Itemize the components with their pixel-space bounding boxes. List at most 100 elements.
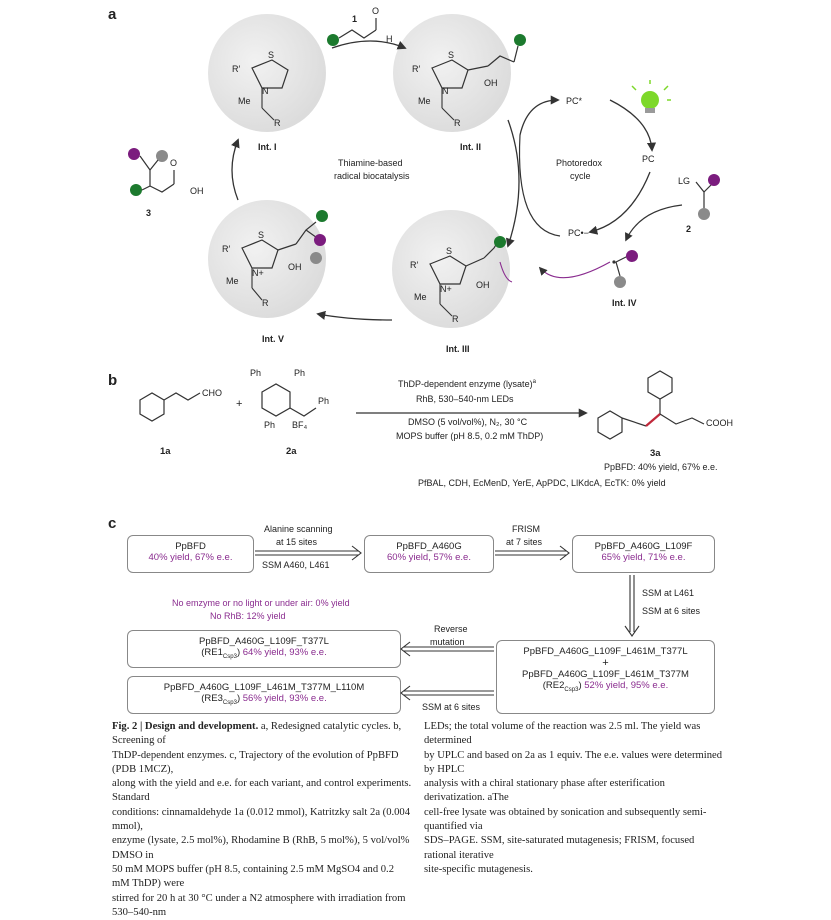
condition-3: DMSO (5 vol/vol%), N₂, 30 °C — [408, 417, 528, 427]
panel-b-letter: b — [108, 372, 118, 389]
cpd-1a: 1a — [160, 446, 171, 457]
ph-top-left: Ph — [250, 368, 262, 378]
reagent-1-label: 1 — [352, 14, 358, 24]
variant-6-sub: Csp3 — [564, 686, 579, 693]
caption-left-4: enzyme (lysate, 2.5 mol%), Rhodamine B (… — [112, 835, 410, 861]
variant-5-sub: Csp3 — [222, 699, 237, 706]
result-2: PfBAL, CDH, EcMenD, YerE, ApPDC, LlKdcA,… — [418, 478, 666, 488]
variant-4-sub: Csp3 — [222, 653, 237, 660]
variant-4-name: PpBFD_A460G_L109F_T377L — [199, 636, 329, 647]
pc: PC — [642, 154, 655, 164]
control-2: No RhB: 12% yield — [210, 611, 286, 621]
int2-label: Int. II — [460, 142, 481, 152]
int2-me: Me — [418, 96, 431, 106]
caption-left: Fig. 2 | Design and development. a, Rede… — [112, 720, 412, 920]
product-3-label: 3 — [146, 208, 152, 218]
int1-me: Me — [238, 96, 251, 106]
panel-a-letter: a — [108, 6, 117, 23]
int3-oh: OH — [476, 280, 490, 290]
variant-2-name: PpBFD_A460G — [396, 541, 462, 552]
arrow-5-bottom: SSM at 6 sites — [422, 702, 481, 712]
variant-6-code: (RE2 — [542, 680, 565, 691]
caption-right-0: LEDs; the total volume of the reaction w… — [424, 721, 701, 747]
variant-6-yield: 52% yield, 95% e.e. — [584, 680, 669, 691]
caption-left-0: a, Redesigned catalytic cycles. b, Scree… — [112, 721, 402, 747]
variant-5-detail: (RE3Csp3) 56% yield, 93% e.e. — [201, 693, 327, 706]
int1-rprime: R′ — [232, 64, 241, 74]
bf4-label: BF₄ — [292, 420, 308, 430]
caption-line-1: Fig. 2 | Design and development. a, Rede… — [112, 720, 412, 749]
caption-right-4: SDS–PAGE. SSM, site-saturated mutagenesi… — [424, 835, 695, 861]
variant-4-detail: (RE1Csp3) 64% yield, 93% e.e. — [201, 647, 327, 660]
variant-1-name: PpBFD — [175, 541, 206, 552]
variant-box-1: PpBFD 40% yield, 67% e.e. — [127, 535, 254, 573]
variant-6-detail: (RE2Csp3) 52% yield, 95% e.e. — [542, 680, 669, 693]
variant-4-code: (RE1 — [201, 647, 223, 658]
int5-s: S — [258, 230, 265, 240]
arrow-2-top: FRISM — [512, 524, 540, 534]
caption-left-2: along with the yield and e.e. for each v… — [112, 778, 412, 804]
o-label: O — [372, 6, 380, 16]
caption-left-5: 50 mM MOPS buffer (pH 8.5, containing 2.… — [112, 863, 395, 890]
variant-5-code: (RE3 — [201, 693, 223, 704]
arrow-3-b: SSM at 6 sites — [642, 606, 701, 616]
int3-me: Me — [414, 292, 427, 302]
condition-1-sup: a — [532, 379, 536, 385]
product-3-oh: OH — [190, 186, 204, 196]
arrow-1-top: Alanine scanning — [264, 524, 333, 534]
pc-star: PC* — [566, 96, 583, 106]
h-label: H — [386, 34, 393, 44]
cooh-label: COOH — [706, 418, 733, 428]
int5-oh: OH — [288, 262, 302, 272]
condition-1: ThDP-dependent enzyme (lysate)a — [398, 379, 536, 389]
variant-box-2: PpBFD_A460G 60% yield, 57% e.e. — [364, 535, 494, 573]
int5-nplus: N+ — [252, 268, 264, 278]
cho-label: CHO — [202, 388, 222, 398]
arrow-1-top2: at 15 sites — [276, 537, 318, 547]
caption-right-3: cell-free lysate was obtained by sonicat… — [424, 806, 707, 833]
variant-5-yield: 56% yield, 93% e.e. — [242, 693, 327, 704]
caption-left-6: stirred for 20 h at 30 °C under a N2 atm… — [112, 892, 406, 918]
arrow-4-top: Reverse — [434, 624, 468, 634]
variant-box-6: PpBFD_A460G_L109F_L461M_T377L + PpBFD_A4… — [496, 640, 715, 714]
caption-figure-label: Fig. 2 | Design and development. — [112, 721, 259, 732]
int3-rprime: R′ — [410, 260, 419, 270]
int5-me: Me — [226, 276, 239, 286]
int2-r: R — [454, 118, 461, 128]
panel-b-scheme — [139, 370, 705, 440]
int4-label: Int. IV — [612, 298, 637, 308]
condition-2: RhB, 530–540-nm LEDs — [416, 394, 514, 404]
variant-6-name-2: PpBFD_A460G_L109F_L461M_T377M — [522, 669, 689, 680]
result-1: PpBFD: 40% yield, 67% e.e. — [604, 462, 718, 472]
center-right-line2: cycle — [570, 171, 591, 181]
int3-r: R — [452, 314, 459, 324]
plus-sign: + — [236, 398, 243, 410]
pc-radical: PC•− — [568, 228, 589, 238]
int5-rprime: R′ — [222, 244, 231, 254]
variant-1-yield: 40% yield, 67% e.e. — [148, 552, 233, 563]
int3-nplus: N+ — [440, 284, 452, 294]
int1-r: R — [274, 118, 281, 128]
protein-int3 — [392, 210, 510, 328]
reagent-2-label: 2 — [686, 224, 692, 234]
control-1: No emzyme or no light or under air: 0% y… — [172, 598, 350, 608]
panel-c-arrows — [255, 545, 640, 701]
condition-4: MOPS buffer (pH 8.5, 0.2 mM ThDP) — [396, 431, 544, 441]
variant-6-name-1: PpBFD_A460G_L109F_L461M_T377L — [523, 646, 688, 657]
int2-s: S — [448, 50, 455, 60]
arrow-4-top2: mutation — [430, 637, 465, 647]
caption-right-1: by UPLC and based on 2a as 1 equiv. The … — [424, 749, 723, 775]
protein-int2 — [393, 14, 511, 132]
caption-left-1: ThDP-dependent enzymes. c, Trajectory of… — [112, 749, 399, 775]
condition-1-text: ThDP-dependent enzyme (lysate) — [398, 379, 533, 389]
int5-r: R — [262, 298, 269, 308]
arrow-3-a: SSM at L461 — [642, 588, 695, 598]
variant-box-3: PpBFD_A460G_L109F 65% yield, 71% e.e. — [572, 535, 715, 573]
center-left-line1: Thiamine-based — [338, 158, 403, 168]
panel-c-letter: c — [108, 515, 117, 532]
caption-right: LEDs; the total volume of the reaction w… — [424, 720, 724, 877]
center-right-line1: Photoredox — [556, 158, 603, 168]
int3-label: Int. III — [446, 344, 470, 354]
int2-rprime: R′ — [412, 64, 421, 74]
int2-n: N — [442, 86, 449, 96]
